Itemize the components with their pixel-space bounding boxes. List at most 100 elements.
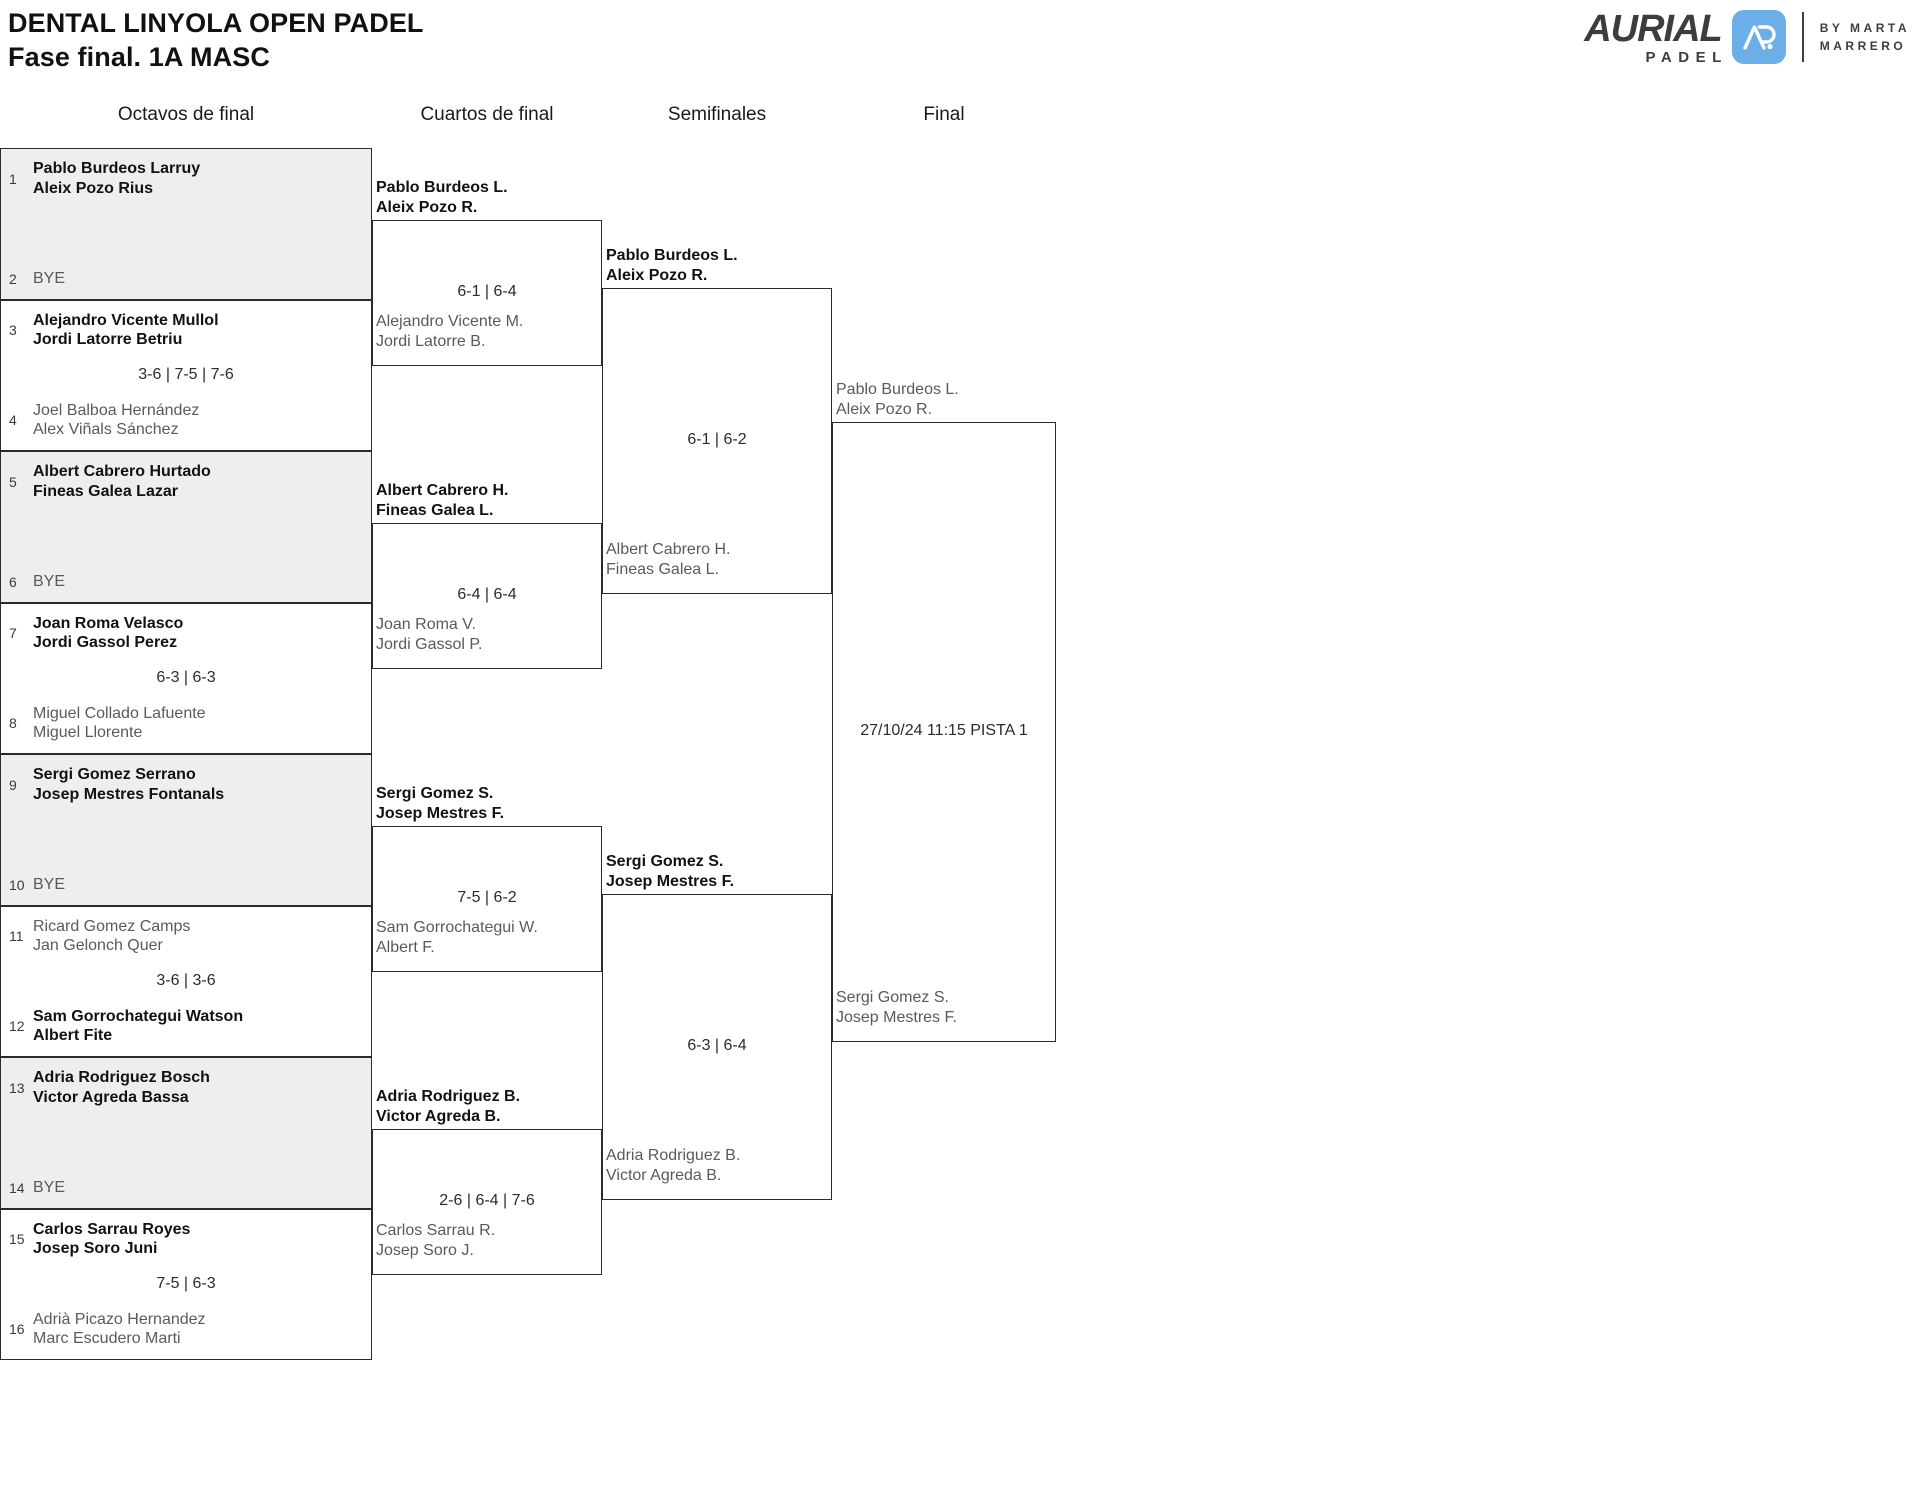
logo-byline-line2: MARRERO <box>1819 39 1907 53</box>
seed-number: 11 <box>9 928 24 945</box>
match-score: 6-3 | 6-3 <box>156 669 216 687</box>
tournament-name: DENTAL LINYOLA OPEN PADEL <box>8 8 424 38</box>
seed-number: 1 <box>9 170 17 187</box>
logo-subtitle: PADEL <box>1645 48 1728 66</box>
seed-number: 6 <box>9 573 17 590</box>
match-score: 3-6 | 3-6 <box>156 972 216 990</box>
aurial-monogram-icon <box>1731 10 1786 64</box>
seed-number: 7 <box>9 625 17 642</box>
team-bottom: BYE <box>33 269 66 287</box>
final-schedule: 27/10/24 11:15 PISTA 1 <box>860 722 1028 739</box>
seed-number: 16 <box>9 1321 25 1338</box>
r1-slot-bottom: 6 BYE <box>1 572 371 592</box>
round-heading-octavos: Octavos de final <box>117 104 255 125</box>
r3-match-1[interactable] <box>602 288 832 594</box>
logo-byline-line1: BY MARTA <box>1819 21 1910 35</box>
team-bottom: Carlos Sarrau R.Josep Soro J. <box>376 1222 496 1259</box>
team-top: Albert Cabrero H.Fineas Galea L. <box>376 482 509 519</box>
brand-logo: AURIAL PADEL BY MARTA MARRERO <box>1584 6 1910 68</box>
logo-byline: BY MARTA MARRERO <box>1820 19 1910 55</box>
team-top: Pablo Burdeos L.Aleix Pozo R. <box>606 247 738 284</box>
seed-number: 5 <box>9 473 17 490</box>
team-bottom: Albert Cabrero H.Fineas Galea L. <box>606 541 731 578</box>
logo-name: AURIAL <box>1584 7 1723 50</box>
team-top: Pablo Burdeos L.Aleix Pozo R. <box>376 179 508 216</box>
seed-number: 12 <box>9 1018 25 1035</box>
r2-match-3[interactable] <box>372 826 602 972</box>
r2-match-2[interactable] <box>372 523 602 669</box>
seed-number: 3 <box>9 322 17 339</box>
team-bottom: BYE <box>33 875 66 893</box>
page-title: DENTAL LINYOLA OPEN PADEL Fase final. 1A… <box>8 6 424 74</box>
seed-number: 14 <box>9 1179 25 1196</box>
seed-number: 4 <box>9 412 17 429</box>
tournament-phase: Fase final. 1A MASC <box>8 42 270 73</box>
r3-match-2[interactable] <box>602 894 832 1200</box>
team-top: Adria Rodriguez B.Victor Agreda B. <box>376 1088 521 1125</box>
match-score: 7-5 | 6-3 <box>156 1275 216 1293</box>
final-team-top: Pablo Burdeos L.Aleix Pozo R. <box>836 381 959 418</box>
team-bottom: Adria Rodriguez B.Victor Agreda B. <box>606 1147 741 1184</box>
r2-match-1[interactable] <box>372 220 602 366</box>
seed-number: 15 <box>9 1231 25 1248</box>
round-heading-cuartos: Cuartos de final <box>420 104 554 125</box>
match-score: 6-4 | 6-4 <box>457 586 517 603</box>
match-score: 6-3 | 6-4 <box>687 1037 747 1054</box>
final-team-bottom: Sergi Gomez S.Josep Mestres F. <box>836 989 957 1026</box>
match-score: 6-1 | 6-2 <box>687 431 747 448</box>
round-heading-semifinales: Semifinales <box>667 104 767 125</box>
r1-slot-bottom: 14 BYE <box>1 1178 371 1198</box>
match-score: 2-6 | 6-4 | 7-6 <box>439 1192 535 1209</box>
logo-wordmark: AURIAL PADEL <box>1584 7 1723 65</box>
round-heading-final: Final <box>923 104 965 125</box>
team-top: Sergi Gomez S.Josep Mestres F. <box>606 853 735 890</box>
r1-slot-bottom: 10 BYE <box>1 875 371 895</box>
match-score: 3-6 | 7-5 | 7-6 <box>138 366 234 384</box>
team-bottom: BYE <box>33 1178 66 1196</box>
seed-number: 13 <box>9 1079 25 1096</box>
team-bottom: Alejandro Vicente M.Jordi Latorre B. <box>376 313 524 350</box>
seed-number: 10 <box>9 876 25 893</box>
team-bottom: Sam Gorrochategui W.Albert F. <box>376 919 538 956</box>
match-score: 6-1 | 6-4 <box>457 283 517 300</box>
logo-divider <box>1801 12 1804 62</box>
seed-number: 2 <box>9 270 17 287</box>
final-match[interactable] <box>832 422 1056 1042</box>
r1-slot-bottom: 2 BYE <box>1 269 371 289</box>
seed-number: 8 <box>9 715 17 732</box>
team-bottom: BYE <box>33 572 66 590</box>
seed-number: 9 <box>9 776 17 793</box>
r2-match-4[interactable] <box>372 1129 602 1275</box>
